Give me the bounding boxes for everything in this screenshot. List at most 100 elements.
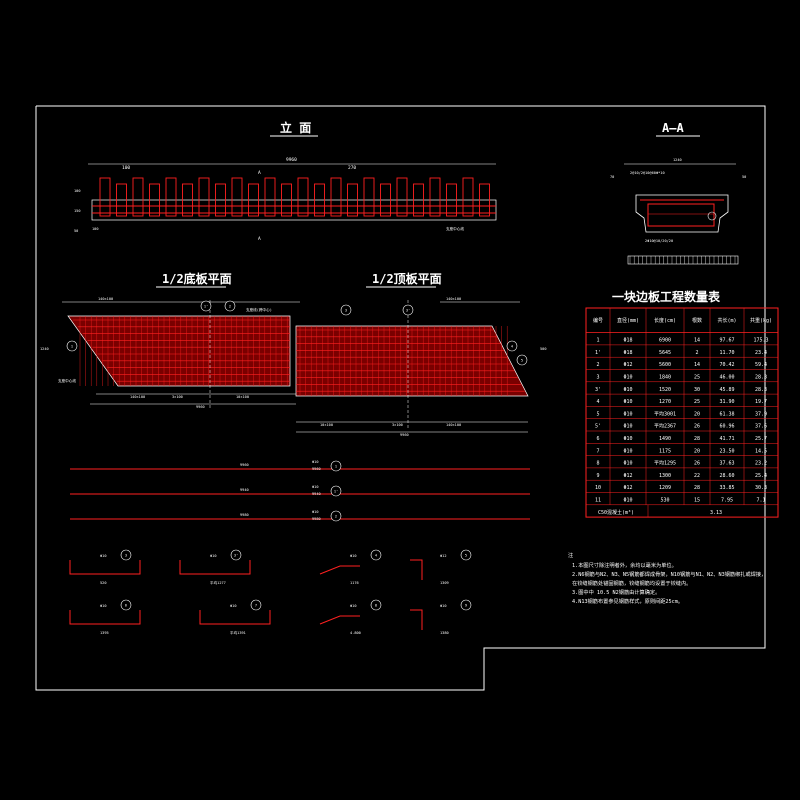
note-line: 在铰缝钢筋处锚固钢筋，铰缝钢筋均设置于铰缝内。	[572, 579, 691, 587]
svg-text:3: 3	[345, 309, 347, 313]
table-cell: Φ12	[623, 473, 632, 479]
svg-text:Φ10: Φ10	[350, 554, 357, 558]
section-top-spec: 2@10/2@10@60Φ*10	[630, 171, 665, 175]
rebar-mark-2: 2	[224, 300, 236, 312]
table-cell: 9	[596, 473, 599, 479]
plan-views: 1/2底板平面 1/2顶板平面 支座线(跨中心) 支座中心线 140×100 1…	[40, 271, 547, 437]
note-line: 3.图中中 10.5 N2钢筋由计算确定。	[572, 588, 660, 596]
stirrup	[330, 177, 342, 217]
table-cell: 31.90	[719, 399, 734, 405]
table-cell: 28	[694, 485, 700, 491]
stirrup	[479, 183, 490, 217]
rebar-mark-4: 4	[506, 340, 518, 352]
table-cell: Φ18	[623, 350, 632, 356]
table-cell: 26	[694, 461, 700, 467]
svg-text:7: 7	[255, 604, 257, 608]
table-header: 共长(m)	[717, 317, 736, 324]
table-header: 编号	[593, 317, 603, 324]
table-cell: 6	[596, 436, 599, 442]
table-cell: 2	[596, 362, 599, 368]
note-line: 4.N13钢筋布置参见钢筋样式，原则间距25cm。	[572, 597, 683, 605]
svg-text:150: 150	[74, 209, 81, 213]
table-cell: Φ10	[623, 411, 632, 417]
table-cell: 平均2367	[654, 423, 676, 430]
section-aa-title: A—A	[662, 121, 684, 135]
table-cell: 14.5	[755, 448, 767, 454]
table-cell: 3'	[595, 387, 601, 393]
table-cell: 25.4	[755, 473, 767, 479]
svg-text:Φ10: Φ10	[100, 604, 107, 608]
svg-text:10×100: 10×100	[236, 395, 249, 399]
svg-text:6: 6	[125, 604, 127, 608]
table-cell: 46.00	[719, 375, 734, 381]
svg-text:1: 1	[71, 345, 73, 349]
section-bottom-spec: 2Φ10@10/20/20	[645, 239, 673, 243]
svg-text:Φ10: Φ10	[440, 604, 447, 608]
top-total-length: 9960	[400, 433, 409, 437]
svg-text:50: 50	[74, 229, 78, 233]
stirrup	[347, 183, 358, 217]
svg-text:140×100: 140×100	[446, 423, 461, 427]
table-cell: 19.7	[755, 399, 767, 405]
table-cell: 30	[694, 387, 700, 393]
table-cell: 530	[660, 498, 669, 504]
svg-text:4: 4	[375, 554, 377, 558]
rebar-mark-3': 3'	[402, 304, 414, 316]
table-cell: 20	[694, 448, 700, 454]
table-cell: 14	[694, 338, 700, 344]
note-line: 2.N6钢筋与N2、N3、N5钢筋都焊成骨架，N10钢筋与N1、N2、N3钢筋绑…	[572, 570, 766, 578]
stirrup	[314, 183, 325, 217]
table-cell: 1	[596, 338, 599, 344]
table-cell: Φ10	[623, 387, 632, 393]
table-cell: 7	[596, 448, 599, 454]
svg-text:Φ10: Φ10	[350, 604, 357, 608]
table-cell: 4	[596, 399, 599, 405]
section-aa-view: A—A 1240 2@10/2@10@60Φ*10 2Φ10@10/20/20 …	[610, 121, 746, 265]
section-rebar-ticks	[629, 256, 736, 264]
stirrup	[116, 183, 127, 217]
svg-text:Φ12: Φ12	[440, 554, 447, 558]
svg-text:1176: 1176	[350, 581, 359, 585]
table-cell: 1209	[659, 485, 671, 491]
table-cell: 平均1295	[654, 460, 676, 467]
svg-text:9940: 9940	[312, 492, 321, 496]
rebar-mark-1: 1	[66, 340, 78, 352]
table-cell: 5'	[595, 424, 601, 430]
svg-text:2: 2	[335, 515, 337, 519]
half-bottom-title: 1/2底板平面	[162, 271, 232, 286]
table-cell: Φ12	[623, 485, 632, 491]
table-cell: 5600	[659, 362, 671, 368]
table-cell: 25.7	[755, 436, 767, 442]
table-cell: 5645	[659, 350, 671, 356]
table-cell: 5	[596, 411, 599, 417]
table-cell: 11.70	[719, 350, 734, 356]
svg-text:1240: 1240	[673, 158, 682, 162]
svg-text:140×100: 140×100	[446, 297, 461, 301]
stirrup	[165, 177, 177, 217]
svg-text:500: 500	[540, 347, 547, 351]
svg-text:1: 1	[335, 465, 337, 469]
svg-text:9980: 9980	[312, 517, 321, 521]
stirrup	[281, 183, 292, 217]
table-cell: 7.95	[721, 498, 733, 504]
table-cell: 28.3	[755, 387, 767, 393]
svg-text:3×100: 3×100	[172, 395, 183, 399]
section-marker-top: A	[258, 170, 261, 176]
table-cell: 175.3	[753, 338, 768, 344]
sheet-border	[35, 105, 766, 691]
support-center-label: 支座中心线	[58, 378, 76, 383]
table-cell: 1490	[659, 436, 671, 442]
table-cell: 28.3	[755, 375, 767, 381]
notes: 注 1.本图尺寸除注明者外，余均以毫米为单位。2.N6钢筋与N2、N3、N5钢筋…	[568, 551, 766, 605]
bar-shape-4: Φ10 1176 4	[319, 549, 382, 585]
svg-text:50: 50	[742, 175, 746, 179]
notes-title: 注	[568, 551, 573, 559]
note-line: 1.本图尺寸除注明者外，余均以毫米为单位。	[572, 561, 677, 569]
table-cell: 15	[694, 498, 700, 504]
table-header: 直径(mm)	[617, 317, 639, 324]
